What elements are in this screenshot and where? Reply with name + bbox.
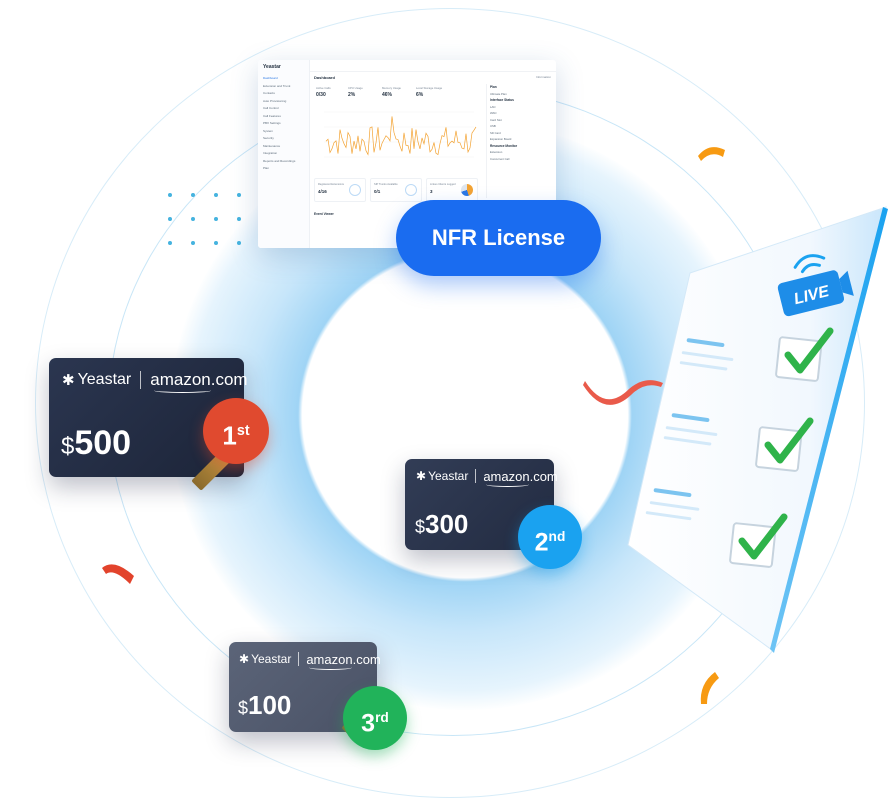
card-registered-extensions[interactable]: Registered Extensions 4/16	[314, 178, 366, 202]
interface-item: Card Slot	[490, 117, 502, 122]
confetti-red-left	[102, 564, 134, 584]
dashboard-title: Dashboard	[314, 75, 335, 80]
dashboard-info-link[interactable]: Information	[535, 75, 551, 79]
ring-chart-icon	[405, 184, 417, 196]
interface-item: WAN	[490, 111, 497, 115]
decor-dot	[214, 217, 218, 221]
decor-dot	[214, 193, 218, 197]
stat-cpu-usage[interactable]: CPU Usage 2%	[348, 86, 363, 98]
menu-item[interactable]: Dashboard	[263, 76, 278, 80]
gift-card-second: ✱ Yeastar amazon.com $300 2nd	[405, 459, 582, 569]
yeastar-logo-icon: ✱	[239, 652, 250, 666]
plan-title: Plan	[490, 85, 497, 89]
card-amount: $500	[61, 424, 132, 462]
text-lines	[645, 338, 734, 521]
amazon-smile-icon	[154, 388, 211, 393]
card-linkus-clients[interactable]: Linkus Clients Logged 3	[426, 178, 478, 202]
pie-chart-icon	[461, 184, 473, 196]
dashboard-logo: Yeastar	[263, 64, 281, 70]
outer-ring	[35, 8, 865, 798]
amazon-smile-icon	[486, 482, 530, 487]
resource-item: Extension	[490, 150, 503, 154]
rank-badge-third: 3rd	[343, 686, 407, 750]
decor-dot	[237, 193, 241, 197]
confetti-orange-top	[698, 147, 725, 161]
menu-item[interactable]: PBX Settings	[263, 121, 281, 125]
dashboard-menu: Dashboard Extension and Trunk Contacts A…	[263, 75, 309, 173]
stat-storage-usage[interactable]: Local Storage Usage 6%	[416, 86, 443, 98]
menu-item[interactable]: Reports and Recordings	[263, 158, 296, 163]
card-brand-row: ✱ Yeastar amazon.com	[62, 370, 248, 393]
checklist-paper: LIVE	[620, 205, 889, 655]
yeastar-logo-icon: ✱	[62, 372, 75, 389]
amazon-logo: amazon.com	[150, 370, 248, 393]
amazon-smile-icon	[309, 665, 353, 670]
stat-active-calls[interactable]: Active Calls 0/30	[316, 86, 331, 98]
brand-divider	[475, 469, 477, 483]
plan-name: Ultimate Plan	[490, 91, 507, 96]
decor-dot	[237, 217, 241, 221]
brand-divider	[298, 652, 300, 666]
card-brand-row: ✱ Yeastar amazon.com	[416, 468, 558, 487]
amazon-logo: amazon.com	[483, 469, 558, 487]
menu-item[interactable]: Plan	[263, 166, 270, 170]
menu-item[interactable]: Integration	[263, 151, 278, 155]
menu-item[interactable]: Call Control	[263, 106, 279, 110]
decor-dot	[168, 241, 172, 245]
dashboard-right-panel: Plan Ultimate Plan Interface Status LAN …	[486, 84, 552, 198]
decor-dot	[214, 241, 218, 245]
yeastar-logo-icon: ✱	[416, 469, 427, 483]
menu-item[interactable]: Security	[263, 136, 274, 140]
card-amount: $100	[238, 690, 292, 720]
dashboard-stats: Active Calls 0/30 CPU Usage 2% Memory Us…	[316, 86, 486, 102]
amazon-logo: amazon.com	[306, 652, 381, 670]
rank-badge-second: 2nd	[518, 505, 582, 569]
menu-item[interactable]: Auto Provisioning	[263, 98, 287, 103]
checkmark-icon	[755, 417, 814, 472]
resource-item: Concurrent Call	[490, 156, 510, 161]
event-viewer-title: Event Viewer	[314, 212, 334, 216]
menu-item[interactable]: Contacts	[263, 91, 275, 95]
interface-item: LAN	[490, 104, 496, 109]
checkmark-icon	[729, 513, 788, 568]
interface-item: Expansion Board	[490, 137, 512, 141]
decor-dot	[191, 193, 195, 197]
gift-card-third: ✱ Yeastar amazon.com $100 3rd	[229, 642, 407, 750]
live-broadcast-icon: LIVE	[777, 254, 854, 317]
decor-dot	[237, 241, 241, 245]
decor-dot	[168, 193, 172, 197]
card-brand-row: ✱ Yeastar amazon.com	[239, 651, 381, 670]
checkmark-icon	[775, 327, 834, 382]
nfr-license-pill[interactable]: NFR License	[396, 200, 601, 276]
menu-item[interactable]: System	[263, 128, 274, 133]
gift-card-first: ✱ Yeastar amazon.com $500 1st	[49, 358, 269, 491]
dashboard-sidebar: Yeastar Dashboard Extension and Trunk Co…	[258, 60, 310, 248]
interface-status-title: Interface Status	[490, 98, 514, 102]
menu-item[interactable]: Maintenance	[263, 143, 281, 148]
ring-chart-icon	[349, 184, 361, 196]
confetti-orange-bottom	[700, 672, 719, 704]
dot-grid	[168, 193, 253, 253]
stat-memory-usage[interactable]: Memory Usage 46%	[382, 86, 401, 98]
cpu-usage-line-chart	[324, 111, 477, 158]
card-amount: $300	[415, 509, 469, 539]
dashboard-topbar	[310, 60, 556, 72]
resource-monitor-title: Resource Monitor	[490, 143, 518, 148]
brand-divider	[140, 371, 142, 389]
interface-item: SD Card	[490, 130, 501, 135]
decor-dot	[191, 241, 195, 245]
interface-item: USB	[490, 124, 496, 128]
menu-item[interactable]: Extension and Trunk	[263, 83, 291, 88]
decor-dot	[191, 217, 195, 221]
card-sip-trunks[interactable]: SIP Trunks Available 0/1	[370, 178, 422, 202]
menu-item[interactable]: Call Features	[263, 113, 281, 118]
confetti-red-ribbon	[583, 380, 663, 405]
decor-dot	[168, 217, 172, 221]
rank-badge-first: 1st	[203, 398, 269, 464]
